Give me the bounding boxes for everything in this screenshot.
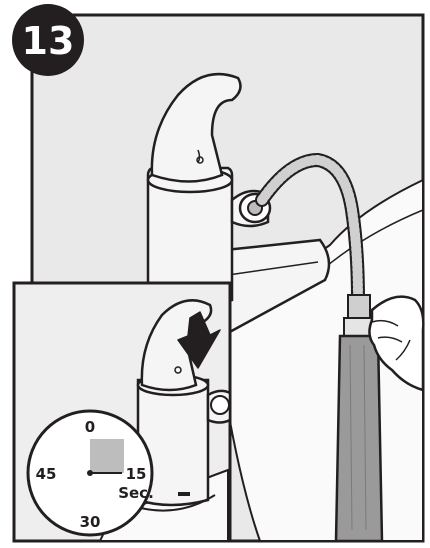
timer-elapsed-wedge xyxy=(90,439,124,473)
timer-label-15: 15 xyxy=(126,465,147,483)
stopwatch-dial-icon: 0 15 Sec. 30 45 xyxy=(28,411,154,535)
step-number-badge: 13 xyxy=(12,4,84,76)
timer-label-0: 0 xyxy=(85,418,95,436)
step-number: 13 xyxy=(22,19,75,63)
timer-unit-label: Sec. xyxy=(118,484,154,502)
timer-label-45: 45 xyxy=(36,465,57,483)
timer-label-30: 30 xyxy=(80,513,101,531)
